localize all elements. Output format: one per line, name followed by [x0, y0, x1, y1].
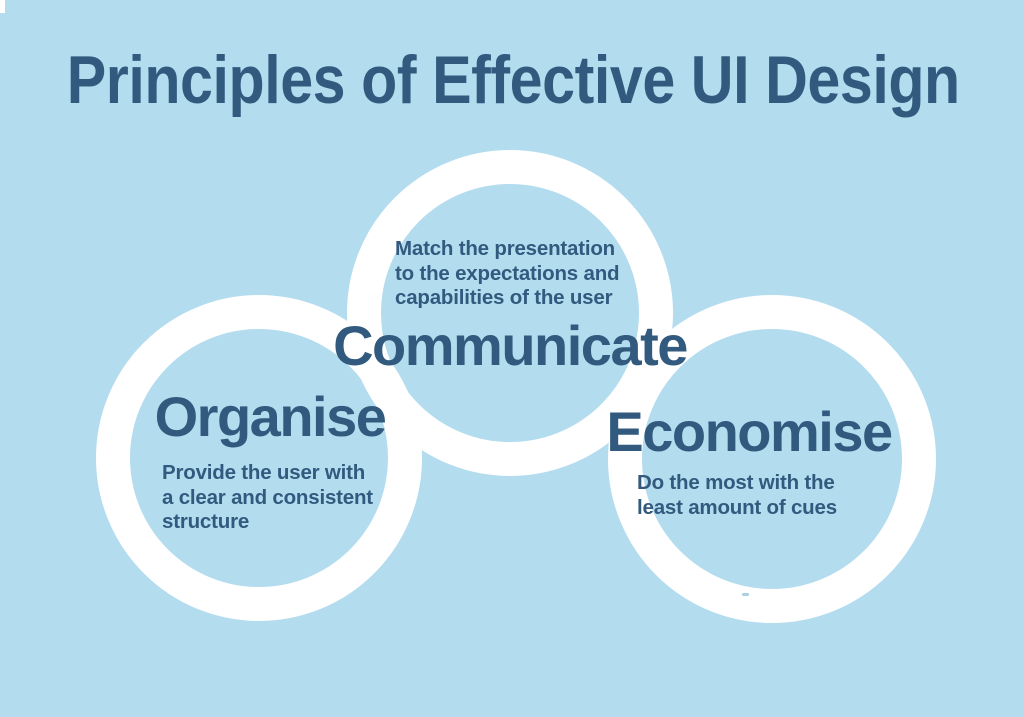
economise-description-line: Do the most with the — [637, 471, 835, 494]
organise-description-line: Provide the user with — [162, 461, 366, 484]
communicate-description-line: Match the presentation — [395, 237, 615, 260]
communicate-description-line: capabilities of the user — [395, 286, 613, 309]
economise-label: Economise — [606, 400, 893, 463]
ring-smudge-artifact — [742, 593, 749, 596]
economise-description-line: least amount of cues — [637, 495, 837, 519]
organise-label: Organise — [154, 385, 387, 448]
communicate-description-line: to the expectations and — [395, 261, 620, 285]
organise-description-line: a clear and consistent — [162, 485, 373, 509]
page-title: Principles of Effective UI Design — [0, 43, 1024, 118]
organise-description: Provide the user with a clear and consis… — [162, 461, 373, 535]
image-edge-artifact — [0, 0, 5, 13]
organise-description-line: structure — [162, 510, 250, 533]
page-title-text: Principles of Effective UI Design — [66, 42, 960, 118]
economise-description: Do the most with the least amount of cue… — [637, 471, 837, 520]
communicate-description: Match the presentation to the expectatio… — [395, 237, 620, 311]
communicate-label: Communicate — [333, 314, 688, 377]
